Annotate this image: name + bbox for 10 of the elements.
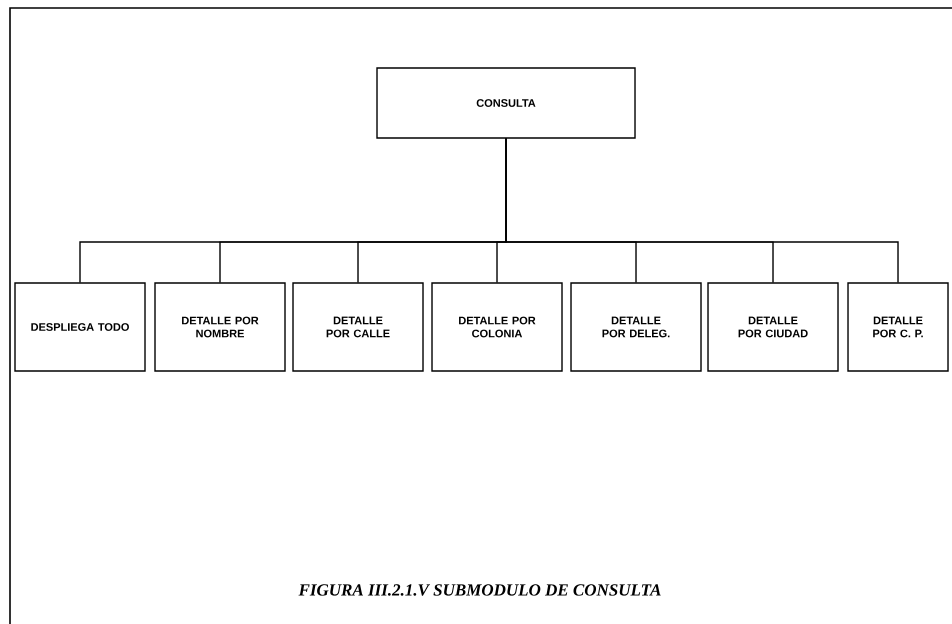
process-box: DETALLE POR NOMBRE	[154, 282, 286, 372]
process-box: DETALLE POR CALLE	[292, 282, 424, 372]
process-box: DETALLE POR DELEG.	[570, 282, 702, 372]
figure-caption: FIGURA III.2.1.V SUBMODULO DE CONSULTA	[298, 584, 661, 596]
process-box: DETALLE POR C. P.	[847, 282, 949, 372]
connector-line	[505, 138, 899, 282]
root-box: CONSULTA	[376, 67, 636, 139]
process-box: DESPLIEGA TODO	[14, 282, 146, 372]
process-box: DETALLE POR COLONIA	[431, 282, 563, 372]
process-box: DETALLE POR CIUDAD	[707, 282, 839, 372]
